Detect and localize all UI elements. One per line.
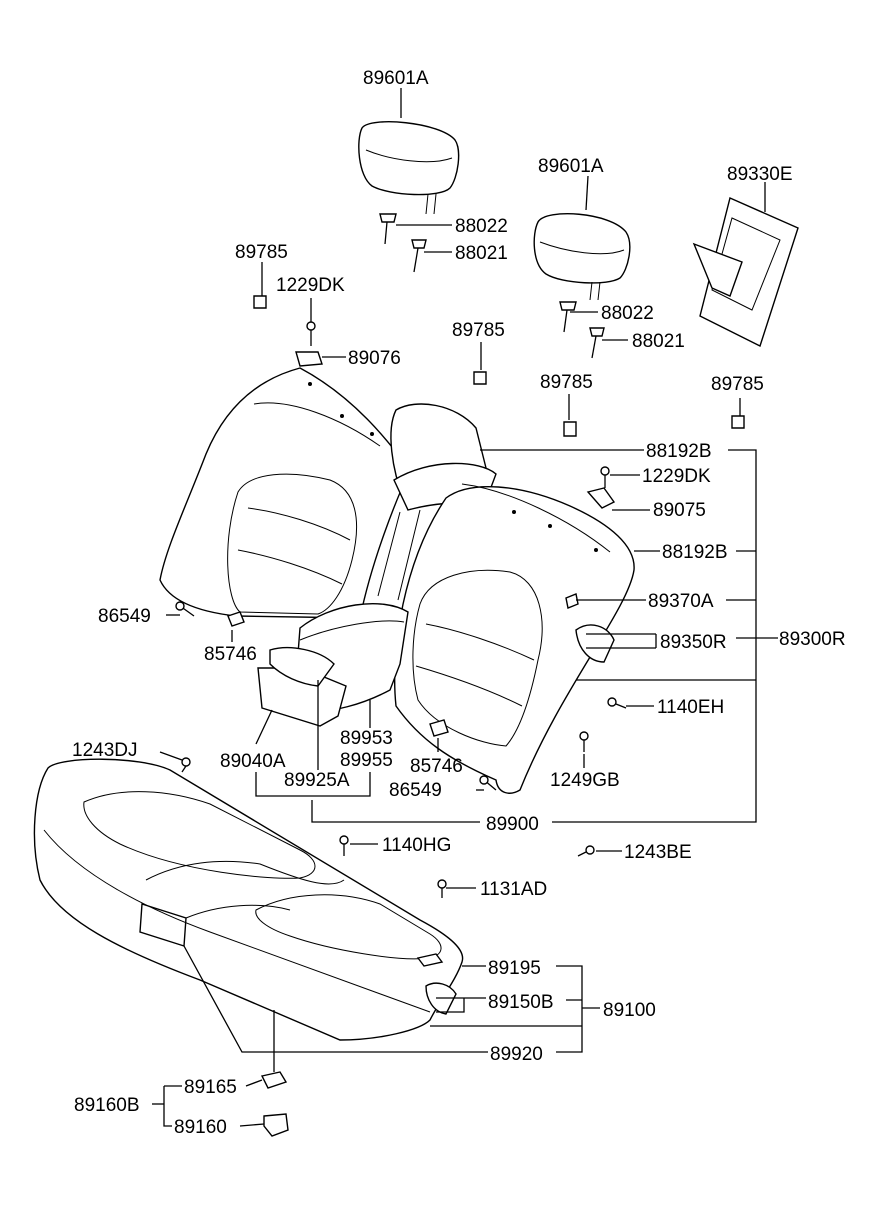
clip-89785-right <box>731 415 745 429</box>
label-85746-right: 85746 <box>410 756 463 777</box>
guide-88022-top <box>379 213 397 245</box>
guide-88022-mid <box>559 301 577 333</box>
label-88192B-mid: 88192B <box>662 542 728 563</box>
part-labels: 89601A 89601A 89330E 88022 88021 89785 1… <box>72 68 846 1138</box>
bolt-1243DJ <box>181 757 191 773</box>
bolt-1140HG <box>339 835 349 856</box>
clip-85746-left <box>227 611 245 627</box>
headrest-right <box>533 213 631 301</box>
label-89160: 89160 <box>174 1117 227 1138</box>
label-89785-left: 89785 <box>235 242 288 263</box>
clip-89785-c <box>563 421 577 437</box>
cover-89330E <box>692 197 799 347</box>
bolt-1243BE <box>577 845 595 857</box>
label-89925A: 89925A <box>284 770 350 791</box>
label-89785-c: 89785 <box>540 372 593 393</box>
clip-89785-mid <box>473 371 487 385</box>
bolt-1229DK-mid <box>600 466 610 488</box>
label-89920: 89920 <box>490 1044 543 1065</box>
headrest-left <box>358 121 460 215</box>
guide-88021-mid <box>589 327 605 359</box>
label-88021-top: 88021 <box>455 243 508 264</box>
bolt-86549-left <box>175 601 195 617</box>
seat-back-right <box>393 483 635 794</box>
bolt-1140EH <box>607 697 627 709</box>
label-86549-left: 86549 <box>98 606 151 627</box>
label-1140HG: 1140HG <box>382 835 451 856</box>
label-89601A-mid: 89601A <box>538 156 604 177</box>
label-88021-mid: 88021 <box>632 331 685 352</box>
bolt-86549-right <box>479 775 497 791</box>
clip-89785-left <box>253 295 267 309</box>
leader-lines <box>152 88 778 1127</box>
label-89785-mid: 89785 <box>452 320 505 341</box>
label-89076: 89076 <box>348 348 401 369</box>
label-88022-top: 88022 <box>455 216 508 237</box>
bracket-89075 <box>586 487 616 509</box>
clip-89165 <box>260 1071 288 1089</box>
label-89900: 89900 <box>486 814 539 835</box>
label-89160B: 89160B <box>74 1095 140 1116</box>
seat-cushion <box>33 758 464 1041</box>
bolt-1131AD <box>437 879 447 898</box>
label-89075: 89075 <box>653 500 706 521</box>
clip-85746-right <box>429 719 449 737</box>
label-1131AD: 1131AD <box>480 879 547 900</box>
label-1140EH: 1140EH <box>657 697 724 718</box>
label-89601A-top: 89601A <box>363 68 429 89</box>
label-89785-right: 89785 <box>711 374 764 395</box>
label-86549-right: 86549 <box>389 780 442 801</box>
label-89953: 89953 <box>340 728 393 749</box>
label-89195: 89195 <box>488 958 541 979</box>
bolt-1229DK-top <box>306 321 316 346</box>
label-89165: 89165 <box>184 1077 237 1098</box>
bracket-89076 <box>295 351 323 367</box>
seat-back-left <box>159 367 411 619</box>
armrest <box>257 603 409 727</box>
label-1229DK-top: 1229DK <box>276 275 345 296</box>
label-89350R: 89350R <box>660 632 727 653</box>
label-1243BE: 1243BE <box>624 842 692 863</box>
label-88022-mid: 88022 <box>601 303 654 324</box>
guide-88021-top <box>411 239 427 273</box>
label-85746-left: 85746 <box>204 644 257 665</box>
clip-89160 <box>263 1113 289 1137</box>
label-89955: 89955 <box>340 750 393 771</box>
label-1243DJ: 1243DJ <box>72 740 138 761</box>
label-89040A: 89040A <box>220 751 286 772</box>
label-89370A: 89370A <box>648 591 714 612</box>
label-88192B-top: 88192B <box>646 441 712 462</box>
label-89100: 89100 <box>603 1000 656 1021</box>
label-89300R: 89300R <box>779 629 846 650</box>
label-89330E: 89330E <box>727 164 793 185</box>
label-1249GB: 1249GB <box>550 770 620 791</box>
bolt-1249GB <box>579 731 589 752</box>
label-89150B: 89150B <box>488 992 554 1013</box>
label-1229DK-mid: 1229DK <box>642 466 711 487</box>
